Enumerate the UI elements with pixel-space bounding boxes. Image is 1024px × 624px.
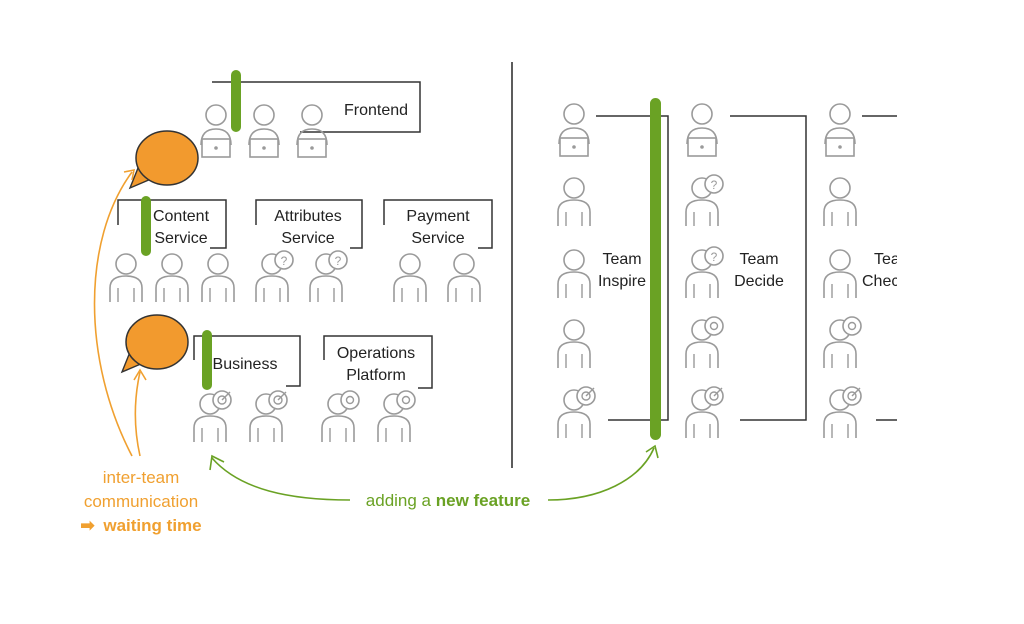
team-inspire-label: Team xyxy=(602,251,641,268)
person-icon xyxy=(378,391,415,442)
person-icon xyxy=(201,253,235,303)
person-icon xyxy=(686,387,723,438)
person-icon xyxy=(823,249,857,299)
frontend-team: Frontend xyxy=(200,70,421,158)
person-icon xyxy=(558,387,595,438)
person-icon xyxy=(686,103,718,157)
person-icon xyxy=(557,177,591,227)
business-team: Business xyxy=(194,330,301,442)
operations-platform-label: Operations xyxy=(337,345,415,362)
team-checkout-label: Tea xyxy=(874,251,900,268)
speech-bubble-icon xyxy=(120,314,189,374)
waiting-time-text: waiting time xyxy=(102,516,201,535)
payment-service-team: Payment Service xyxy=(383,199,493,303)
team-decide-label-2: Decide xyxy=(734,273,784,290)
person-icon xyxy=(686,175,723,226)
person-icon xyxy=(296,104,328,158)
person-icon xyxy=(194,391,231,442)
adding-new-feature-label: adding a new feature xyxy=(366,491,530,510)
team-inspire-green-bar xyxy=(650,98,661,440)
payment-service-label: Payment xyxy=(406,208,470,225)
attributes-service-label: Attributes xyxy=(274,208,342,225)
business-green-bar xyxy=(202,330,212,390)
waiting-time-label: ➡ waiting time xyxy=(80,516,201,535)
team-inspire: Team Inspire xyxy=(557,98,669,440)
person-icon xyxy=(109,253,143,303)
frontend-label: Frontend xyxy=(344,102,408,119)
team-inspire-label-2: Inspire xyxy=(598,273,646,290)
person-icon xyxy=(310,251,347,302)
content-service-label-2: Service xyxy=(154,230,207,247)
operations-platform-label-2: Platform xyxy=(346,367,406,384)
person-icon xyxy=(200,104,232,158)
person-icon xyxy=(558,103,590,157)
communication-arrows xyxy=(93,168,147,457)
communication-label: communication xyxy=(84,492,198,511)
person-icon xyxy=(557,249,591,299)
person-icon xyxy=(824,317,861,368)
right-arrow-icon: ➡ xyxy=(80,516,95,535)
team-decide-label: Team xyxy=(739,251,778,268)
business-label: Business xyxy=(213,356,278,373)
inter-team-label: inter-team xyxy=(103,468,180,487)
frontend-green-bar xyxy=(231,70,241,132)
person-icon xyxy=(824,387,861,438)
content-service-label: Content xyxy=(153,208,210,225)
person-icon xyxy=(155,253,189,303)
person-icon xyxy=(823,177,857,227)
team-checkout: Tea Chec xyxy=(823,103,900,438)
person-icon xyxy=(686,247,723,298)
person-icon xyxy=(557,319,591,369)
operations-platform-team: Operations Platform xyxy=(322,335,433,442)
speech-bubble-icon xyxy=(128,130,199,190)
team-checkout-label-2: Chec xyxy=(862,273,899,290)
person-icon xyxy=(256,251,293,302)
payment-service-label-2: Service xyxy=(411,230,464,247)
person-icon xyxy=(250,391,287,442)
content-service-team: Content Service xyxy=(109,196,235,303)
new-feature-arrow xyxy=(209,444,659,501)
attributes-service-team: Attributes Service xyxy=(256,199,363,302)
person-icon xyxy=(686,317,723,368)
person-icon xyxy=(824,103,856,157)
person-icon xyxy=(248,104,280,158)
person-icon xyxy=(393,253,427,303)
content-service-green-bar xyxy=(141,196,151,256)
right-crop-mask xyxy=(897,60,1024,480)
person-icon xyxy=(447,253,481,303)
attributes-service-label-2: Service xyxy=(281,230,334,247)
person-icon xyxy=(322,391,359,442)
team-decide: Team Decide xyxy=(686,103,807,438)
